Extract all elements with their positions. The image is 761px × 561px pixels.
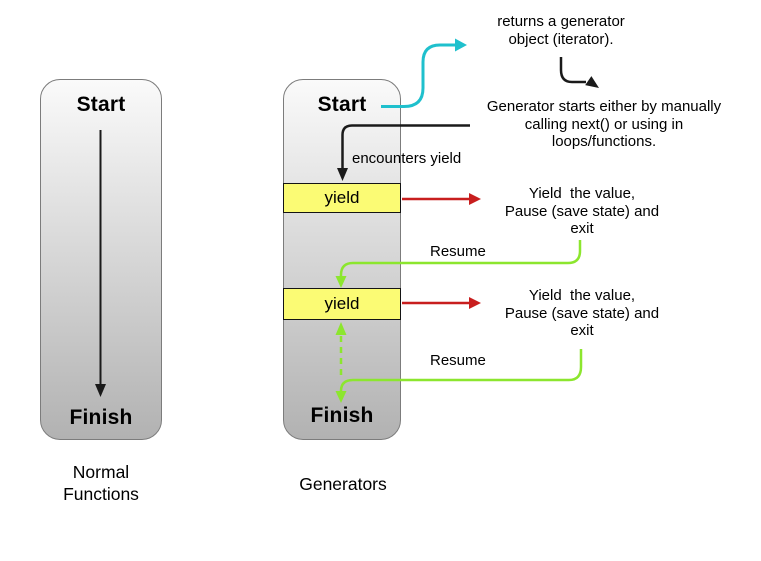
normal-start-label: Start: [76, 93, 126, 116]
yield-box-1: yield: [283, 183, 401, 213]
resume1-arrow: [335, 240, 582, 288]
yield-box-2: yield: [283, 288, 401, 320]
yield-pause-note-1: Yield the value, Pause (save state) and …: [504, 185, 660, 238]
resume-label-1: Resume: [430, 243, 486, 260]
iterator-note-hook-arrow: [559, 57, 599, 88]
generator-start-label: Start: [317, 93, 367, 116]
generator-finish-label: Finish: [310, 404, 374, 427]
next-call-arrow: [337, 124, 470, 181]
yield1-exit-arrow: [402, 193, 481, 205]
generator-starts-note: Generator starts either by manually call…: [486, 98, 722, 151]
normal-finish-label: Finish: [69, 406, 133, 429]
resume2-arrow: [335, 349, 583, 403]
returns-generator-note: returns a generator object (iterator).: [497, 13, 625, 48]
normal-flow-arrow: [95, 130, 106, 397]
generators-caption: Generators: [299, 474, 387, 494]
yield2-exit-arrow: [402, 297, 481, 309]
yield2-finish-dashed-arrow: [335, 322, 347, 378]
encounters-yield-label: encounters yield: [352, 150, 462, 167]
normal-functions-caption: Normal Functions: [63, 462, 139, 504]
yield-pause-note-2: Yield the value, Pause (save state) and …: [504, 287, 660, 340]
resume-label-2: Resume: [430, 352, 486, 369]
generator-returns-arrow: [381, 38, 467, 108]
